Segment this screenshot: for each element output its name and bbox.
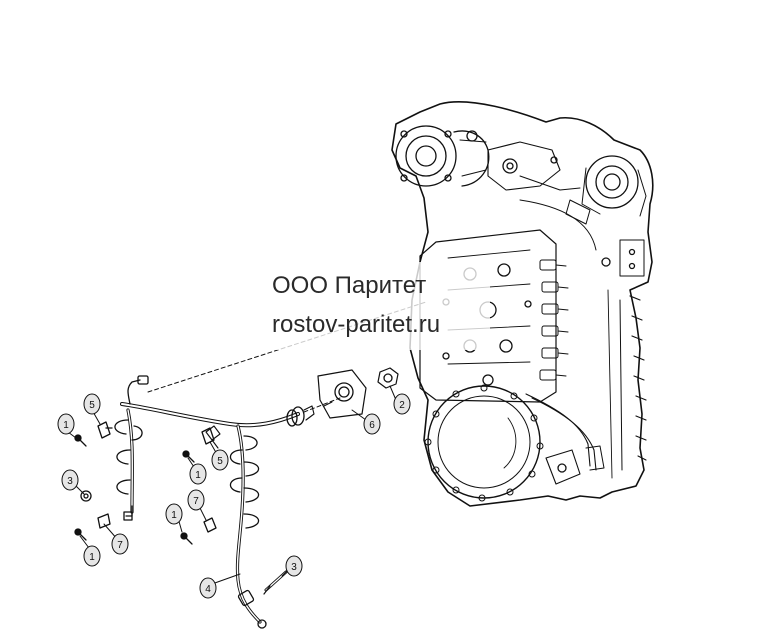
callout-7-b: 7 xyxy=(187,489,205,511)
watermark-company-name: ООО Паритет xyxy=(272,272,427,299)
callout-4: 4 xyxy=(199,577,217,599)
alignment-line xyxy=(147,301,427,393)
callouts: 1 5 3 1 7 1 5 7 xyxy=(57,393,411,599)
bolt-1-a xyxy=(74,434,87,447)
callout-2: 2 xyxy=(393,393,411,415)
callout-3-b: 3 xyxy=(285,555,303,577)
wiring-harness-4 xyxy=(114,375,315,629)
bolt-1-d xyxy=(74,528,87,541)
svg-text:1: 1 xyxy=(89,552,95,563)
svg-text:6: 6 xyxy=(369,420,375,431)
svg-text:1: 1 xyxy=(171,510,177,521)
clip-5-b xyxy=(201,427,215,445)
ring-3-a xyxy=(80,490,92,502)
callout-6: 6 xyxy=(363,413,381,435)
bolt-1-b xyxy=(182,450,195,463)
clip-5-a xyxy=(97,421,113,439)
connector-gasket-6 xyxy=(317,369,367,419)
callout-1-b: 1 xyxy=(189,463,207,485)
svg-text:2: 2 xyxy=(399,400,405,411)
callout-1-d: 1 xyxy=(83,545,101,567)
svg-text:5: 5 xyxy=(89,400,95,411)
svg-text:7: 7 xyxy=(193,496,199,507)
callout-1-c: 1 xyxy=(165,503,183,525)
svg-text:7: 7 xyxy=(117,540,123,551)
callout-5-b: 5 xyxy=(211,449,229,471)
nut-2 xyxy=(377,367,399,389)
callout-3-a: 3 xyxy=(61,469,79,491)
callout-1-a: 1 xyxy=(57,413,75,435)
svg-text:3: 3 xyxy=(67,476,73,487)
clip-7-b xyxy=(203,517,217,533)
svg-text:4: 4 xyxy=(205,584,211,595)
svg-text:3: 3 xyxy=(291,562,297,573)
leader-lines xyxy=(67,385,397,585)
callout-7-a: 7 xyxy=(111,533,129,555)
clip-7-a xyxy=(97,513,111,529)
svg-text:5: 5 xyxy=(217,456,223,467)
bolt-1-c xyxy=(180,532,193,545)
svg-text:1: 1 xyxy=(195,470,201,481)
callout-5-a: 5 xyxy=(83,393,101,415)
watermark-backdrop xyxy=(250,262,490,350)
housing-outline xyxy=(391,101,654,507)
svg-text:1: 1 xyxy=(63,420,69,431)
watermark-website: rostov-paritet.ru xyxy=(272,311,441,338)
